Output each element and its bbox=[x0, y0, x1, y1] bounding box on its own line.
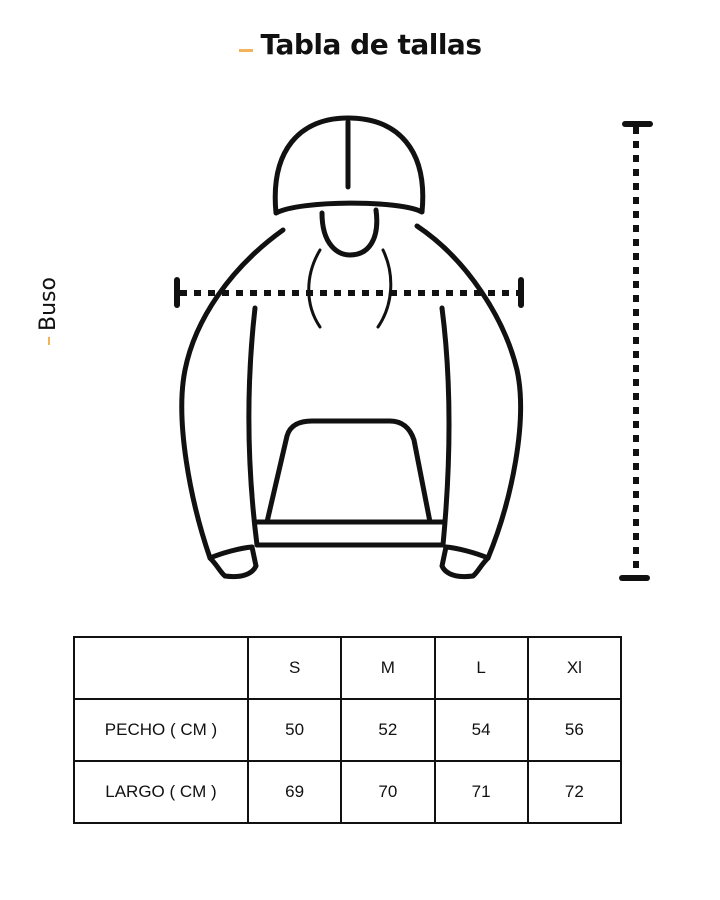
table-cell: 56 bbox=[526, 698, 623, 762]
table-cell: 50 bbox=[246, 698, 343, 762]
table-cell: 69 bbox=[246, 760, 343, 824]
right-cuff bbox=[439, 544, 491, 580]
body-outline-right bbox=[414, 223, 524, 561]
table-header-cell: M bbox=[340, 636, 436, 700]
drawstring-left bbox=[307, 248, 322, 329]
table-header-cell: L bbox=[433, 636, 529, 700]
table-header-row: S M L Xl bbox=[73, 636, 623, 700]
table-cell: 71 bbox=[433, 760, 529, 824]
table-cell: 70 bbox=[340, 760, 436, 824]
table-row: PECHO ( CM ) 50 52 54 56 bbox=[73, 698, 623, 762]
table-header-cell bbox=[73, 636, 249, 700]
hood-outline bbox=[272, 115, 426, 216]
row-label: LARGO ( CM ) bbox=[73, 760, 249, 824]
header: Tabla de tallas bbox=[0, 28, 720, 61]
table-cell: 52 bbox=[340, 698, 436, 762]
table-header-cell: S bbox=[246, 636, 343, 700]
table-header-cell: Xl bbox=[526, 636, 623, 700]
table-cell: 72 bbox=[526, 760, 623, 824]
left-cuff bbox=[207, 544, 259, 580]
title-accent-dash bbox=[238, 49, 253, 52]
hem-band bbox=[254, 519, 446, 548]
drawstring-right bbox=[376, 248, 393, 329]
body-right-side bbox=[439, 305, 452, 548]
table-row: LARGO ( CM ) 69 70 71 72 bbox=[73, 760, 623, 824]
page-title: Tabla de tallas bbox=[260, 28, 482, 61]
table-cell: 54 bbox=[433, 698, 529, 762]
body-left-side bbox=[246, 305, 260, 548]
hoodie-outline-icon bbox=[174, 115, 653, 581]
pocket bbox=[264, 418, 433, 525]
neck-opening bbox=[319, 207, 380, 258]
row-label: PECHO ( CM ) bbox=[73, 698, 249, 762]
size-table: S M L Xl PECHO ( CM ) 50 52 54 56 LARGO … bbox=[73, 636, 623, 824]
body-outline bbox=[179, 227, 286, 561]
